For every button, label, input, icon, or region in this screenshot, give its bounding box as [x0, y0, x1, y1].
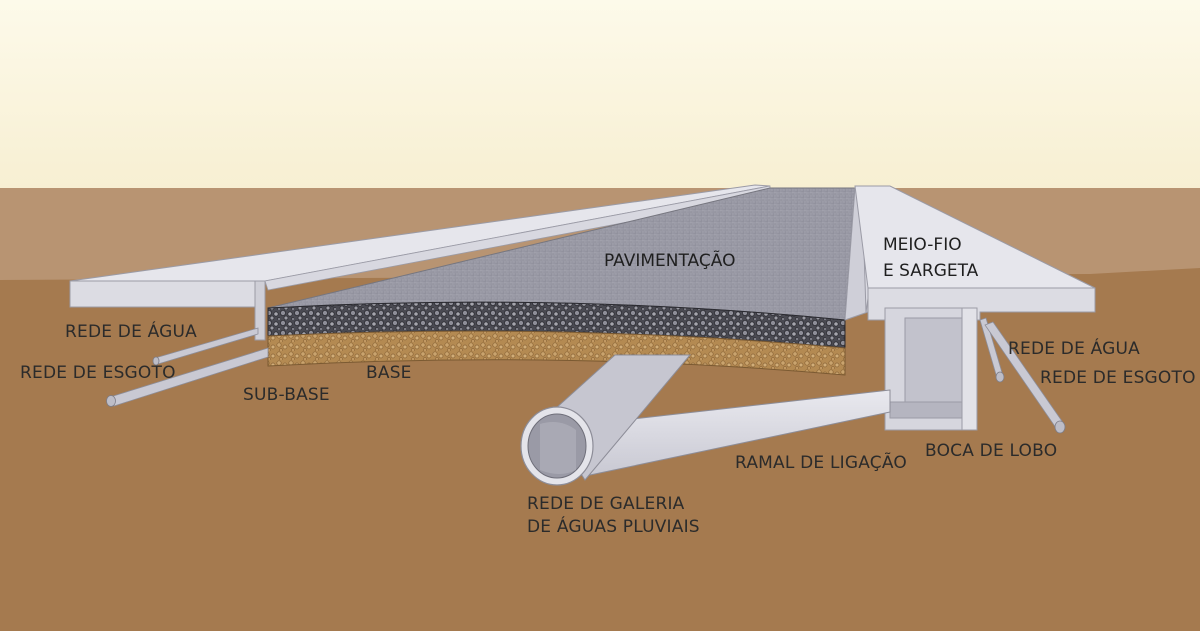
label-boca-de-lobo: BOCA DE LOBO — [925, 441, 1057, 461]
label-rede-agua-left: REDE DE ÁGUA — [65, 320, 197, 342]
label-pavimentacao: PAVIMENTAÇÃO — [604, 249, 735, 271]
right-sewer-pipe-end — [1054, 420, 1066, 434]
label-rede-esgoto-right: REDE DE ESGOTO — [1040, 368, 1196, 388]
label-sub-base: SUB-BASE — [243, 385, 330, 405]
label-galeria-line1: REDE DE GALERIA — [527, 494, 685, 514]
label-galeria-line2: DE ÁGUAS PLUVIAIS — [527, 515, 700, 537]
label-base: BASE — [366, 363, 412, 383]
label-rede-agua-right: REDE DE ÁGUA — [1008, 337, 1140, 359]
left-curb — [254, 280, 266, 341]
sky — [0, 0, 1200, 190]
storm-drain-wall — [961, 307, 978, 431]
label-meio-fio-line2: E SARGETA — [883, 261, 979, 281]
storm-sewer-pipe-shade — [540, 422, 576, 474]
right-water-pipe-end — [995, 371, 1005, 383]
label-meio-fio-line1: MEIO-FIO — [883, 235, 962, 255]
storm-drain-inner — [904, 317, 963, 403]
left-sidewalk-front — [69, 280, 266, 308]
label-rede-esgoto-left: REDE DE ESGOTO — [20, 363, 176, 383]
left-water-pipe-end — [152, 356, 160, 366]
left-sewer-pipe-end — [106, 395, 116, 407]
sub-base-layer — [267, 330, 846, 376]
label-ramal-de-ligacao: RAMAL DE LIGAÇÃO — [735, 451, 907, 473]
